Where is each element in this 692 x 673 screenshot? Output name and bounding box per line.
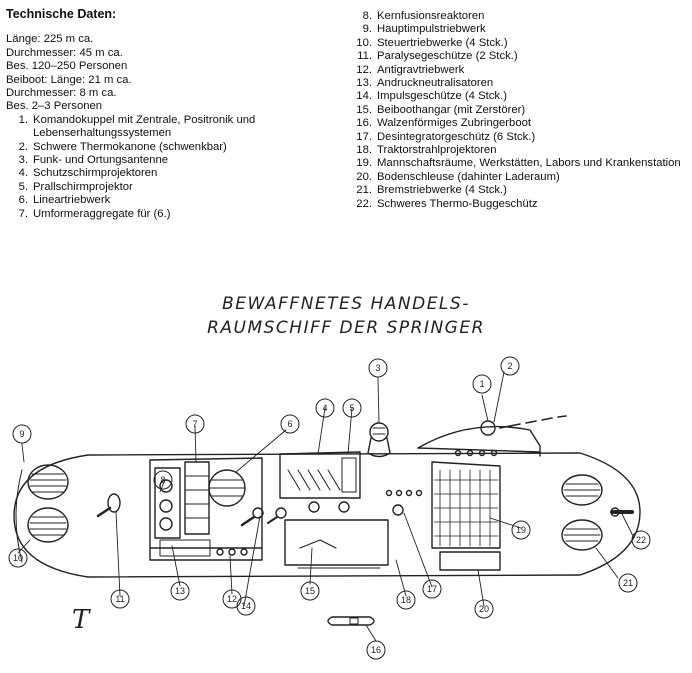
- crew-quarters: [431, 461, 501, 571]
- callout-label-5: 5: [349, 403, 354, 413]
- callout-16: [366, 640, 386, 660]
- callout-10: [8, 548, 28, 568]
- callout-19: [511, 520, 531, 540]
- callout-14: [236, 596, 256, 616]
- legend-item: 9.Hauptimpulstriebwerk: [362, 23, 486, 36]
- legend-item: 16.Walzenförmiges Zubringerboot: [356, 117, 532, 130]
- callout-label-10: 10: [13, 553, 23, 563]
- callout-8: [153, 470, 173, 490]
- spec-diameter: Durchmesser: 45 m ca.: [6, 46, 123, 59]
- legend-item: 21.Bremstriebwerke (4 Stck.): [356, 184, 507, 197]
- spec-boat-diameter: Durchmesser: 8 m ca.: [6, 87, 117, 100]
- legend-item: 12.Antigravtriebwerk: [356, 63, 465, 76]
- reactor-compartment: [149, 457, 263, 561]
- legend-item: 1.Komandokuppel mit Zentrale, Positronik…: [18, 113, 256, 140]
- callout-label-22: 22: [636, 535, 646, 545]
- legend-item: 22.Schweres Thermo-Buggeschütz: [356, 197, 538, 210]
- rear-engines: [27, 464, 69, 543]
- callout-label-11: 11: [115, 594, 124, 604]
- specs-panel: Technische Daten: Länge: 225 m ca. Durch…: [6, 7, 336, 221]
- weapon-mounts: [96, 489, 634, 527]
- callout-label-12: 12: [227, 594, 237, 604]
- legend-list-left: 1.Komandokuppel mit Zentrale, Positronik…: [6, 114, 336, 221]
- callout-2: [500, 356, 520, 376]
- legend-item: 5.Prallschirmprojektor: [18, 180, 133, 193]
- callout-9: [12, 424, 32, 444]
- callout-label-6: 6: [287, 419, 292, 429]
- spec-boat-crew: Bes. 2–3 Personen: [6, 100, 103, 113]
- specs-heading: Technische Daten:: [6, 7, 117, 21]
- callout-20: [474, 599, 494, 619]
- legend-list-right: 8.Kernfusionsreaktoren 9.Hauptimpulstrie…: [352, 10, 686, 211]
- spec-boat-length: Beiboot: Länge: 21 m ca.: [6, 73, 132, 86]
- callout-labels: 1 2 3 4 5 6 7 8 9 10 11 12 13 14 15 16 1…: [13, 361, 646, 655]
- callout-21: [618, 573, 638, 593]
- callout-label-18: 18: [401, 595, 411, 605]
- leader-lines: [17, 371, 634, 642]
- handwritten-mark: T: [72, 605, 91, 635]
- callout-1: [472, 374, 492, 394]
- callout-label-8: 8: [160, 475, 165, 485]
- legend-item: 19.Mannschaftsräume, Werkstätten, Labors…: [356, 157, 681, 170]
- callout-label-13: 13: [175, 586, 185, 596]
- callout-label-14: 14: [241, 601, 251, 611]
- callout-label-2: 2: [507, 361, 512, 371]
- callout-label-4: 4: [322, 403, 327, 413]
- callout-7: [185, 414, 205, 434]
- callout-label-19: 19: [516, 525, 526, 535]
- callout-5: [342, 398, 362, 418]
- callout-label-16: 16: [371, 645, 381, 655]
- legend-item: 20.Bodenschleuse (dahinter Laderaum): [356, 170, 560, 183]
- callout-11: [110, 589, 130, 609]
- antenna: [367, 422, 391, 458]
- callout-markers: [8, 356, 651, 660]
- legend-item: 4.Schutzschirmprojektoren: [18, 167, 158, 180]
- callout-15: [300, 581, 320, 601]
- command-dome: [417, 415, 567, 457]
- legend-item: 10.Steuertriebwerke (4 Stck.): [356, 36, 508, 49]
- callout-label-17: 17: [427, 584, 437, 594]
- legend-item: 3.Funk- und Ortungsantenne: [18, 154, 169, 167]
- diagram-title-line1: BEWAFFNETES HANDELS-: [222, 294, 470, 314]
- callout-4: [315, 398, 335, 418]
- callout-label-1: 1: [479, 379, 484, 389]
- callout-18: [396, 590, 416, 610]
- legend-item: 8.Kernfusionsreaktoren: [362, 10, 485, 22]
- legend-item: 2.Schwere Thermokanone (schwenkbar): [18, 140, 227, 153]
- legend-item: 13.Andruckneutralisatoren: [356, 77, 494, 90]
- legend-item: 18.Traktorstrahlprojektoren: [356, 144, 497, 157]
- legend-item: 11.Paralysegeschütze (2 Stck.): [357, 50, 518, 63]
- auxiliary-boat: [327, 616, 375, 626]
- legend-item: 15.Beiboothangar (mit Zerstörer): [356, 103, 526, 116]
- callout-6: [280, 414, 300, 434]
- legend-item: 17.Desintegratorgeschütz (6 Stck.): [356, 130, 536, 143]
- hangar: [284, 519, 389, 569]
- callout-label-20: 20: [479, 604, 489, 614]
- callout-22: [631, 530, 651, 550]
- callout-3: [368, 358, 388, 378]
- callout-label-7: 7: [192, 419, 197, 429]
- legend-item: 6.Lineartriebwerk: [18, 194, 111, 207]
- spec-length: Länge: 225 m ca.: [6, 33, 94, 46]
- callout-label-3: 3: [375, 363, 380, 373]
- diagram-title-line2: RAUMSCHIFF DER SPRINGER: [207, 318, 485, 338]
- ship-hull: [13, 452, 641, 578]
- spec-crew: Bes. 120–250 Personen: [6, 60, 128, 73]
- legend-item: 14.Impulsgeschütze (4 Stck.): [356, 90, 507, 103]
- front-engines: [561, 474, 603, 551]
- callout-label-15: 15: [305, 586, 315, 596]
- shield-projector-compartment: [279, 451, 361, 499]
- legend-item: 7.Umformeraggregate für (6.): [18, 207, 171, 220]
- callout-label-9: 9: [19, 429, 24, 439]
- callout-label-21: 21: [623, 578, 633, 588]
- callout-13: [170, 581, 190, 601]
- callout-17: [422, 579, 442, 599]
